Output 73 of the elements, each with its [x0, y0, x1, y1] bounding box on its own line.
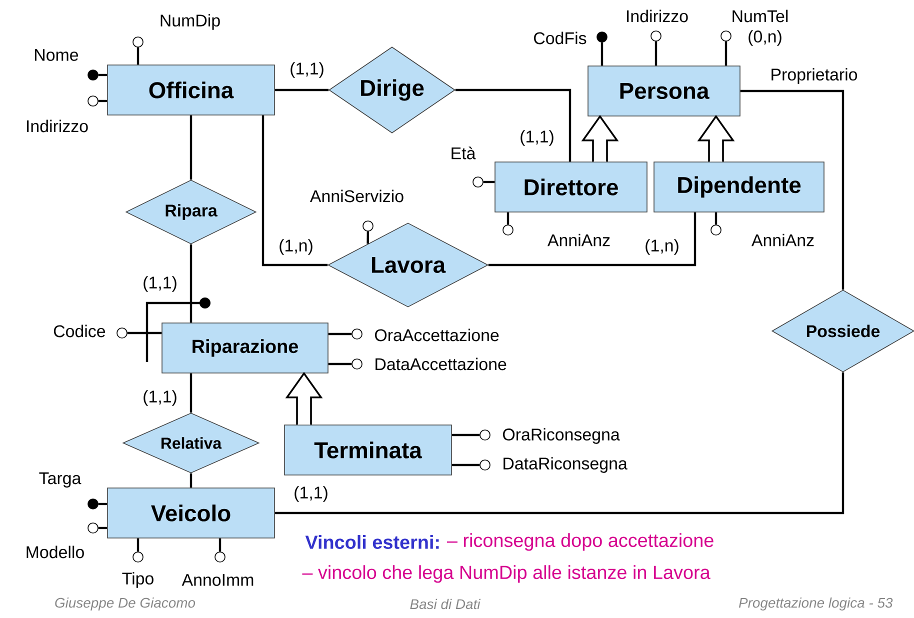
connector-line [190, 115, 192, 180]
constraints-heading: Vincoli esterni: [305, 535, 439, 549]
attribute-line [654, 41, 658, 66]
attribute-line [328, 332, 352, 336]
attribute-label: OraAccettazione [375, 328, 499, 342]
connector-line [274, 88, 329, 92]
attribute-label: Età [452, 146, 476, 160]
entity-box: Persona [588, 66, 740, 116]
constraint-text: – riconsegna dopo accettazione [446, 533, 714, 551]
attribute-line [506, 212, 510, 225]
entity-box: Veicolo [107, 488, 275, 538]
cardinality-label: (1,1) [142, 389, 178, 407]
generalization-arrow [697, 114, 735, 162]
entity-box: Dipendente [654, 162, 824, 212]
attribute-label: Indirizzo [27, 120, 88, 132]
attribute-label: NumDip [160, 14, 220, 30]
cardinality-label: Proprietario [769, 67, 859, 85]
entity-box: Direttore [494, 162, 648, 212]
attribute-label: CodFis [534, 32, 586, 44]
attribute-label: Targa [39, 472, 82, 488]
attribute-label: AnniServizio [310, 190, 404, 202]
connector-line [488, 212, 696, 266]
generalization-arrow [581, 114, 619, 162]
footer-text: Basi di Dati [410, 598, 481, 610]
connector-line [274, 372, 844, 514]
attribute-line [714, 212, 718, 225]
footer-text: Giuseppe De Giacomo [55, 598, 196, 610]
attribute-line [98, 74, 108, 76]
cardinality-label: (1,1) [142, 275, 178, 293]
connector-line [190, 473, 192, 488]
attribute-label: DataAccettazione [376, 358, 506, 370]
attribute-line [98, 502, 108, 506]
attribute-line [136, 538, 140, 552]
connector-line [262, 115, 328, 266]
attribute-label: AnniAnz [548, 234, 610, 246]
attribute-label: Nome [35, 49, 78, 61]
attribute-label: Indirizzo [627, 10, 688, 22]
attribute-line [600, 42, 604, 66]
cardinality-label: (1,1) [288, 61, 326, 79]
attribute-label: Tipo [122, 572, 154, 588]
cardinality-label: (1,n) [644, 238, 680, 256]
footer-text: Progettazione logica - 53 [738, 598, 893, 610]
attribute-label: Modello [26, 546, 84, 558]
constraint-text: – vincolo che lega NumDip alle istanze in Lavora [302, 565, 710, 583]
attribute-line [136, 47, 140, 65]
entity-box: Riparazione [162, 322, 328, 374]
attribute-line [98, 526, 108, 530]
connector-line [455, 88, 572, 162]
generalization-arrow [285, 372, 323, 426]
attribute-line [98, 100, 108, 102]
attribute-label: DataRiconsegna [504, 457, 628, 473]
attribute-line [328, 362, 352, 366]
connector-line [740, 90, 844, 290]
attribute-label: OraRiconsegna [503, 428, 620, 444]
attribute-line [218, 538, 222, 552]
attribute-line [724, 41, 728, 66]
attribute-line [452, 434, 480, 436]
attribute-line [127, 332, 162, 334]
entity-box: Officina [107, 64, 275, 116]
attribute-line [366, 231, 370, 244]
attribute-line [452, 464, 480, 466]
cardinality-label: (1,1) [518, 129, 556, 147]
cardinality-label: (0,n) [746, 29, 784, 47]
attribute-label: Codice [54, 324, 106, 338]
attribute-line [483, 180, 495, 184]
entity-box: Terminata [284, 424, 452, 476]
attribute-label: AnnoImm [182, 574, 254, 586]
cardinality-label: (1,n) [278, 238, 314, 256]
connector-line [190, 244, 192, 323]
cardinality-label: (1,1) [292, 485, 330, 503]
connector-line [190, 373, 192, 413]
attribute-label: AnniAnz [752, 234, 814, 246]
attribute-label: NumTel [732, 10, 788, 22]
